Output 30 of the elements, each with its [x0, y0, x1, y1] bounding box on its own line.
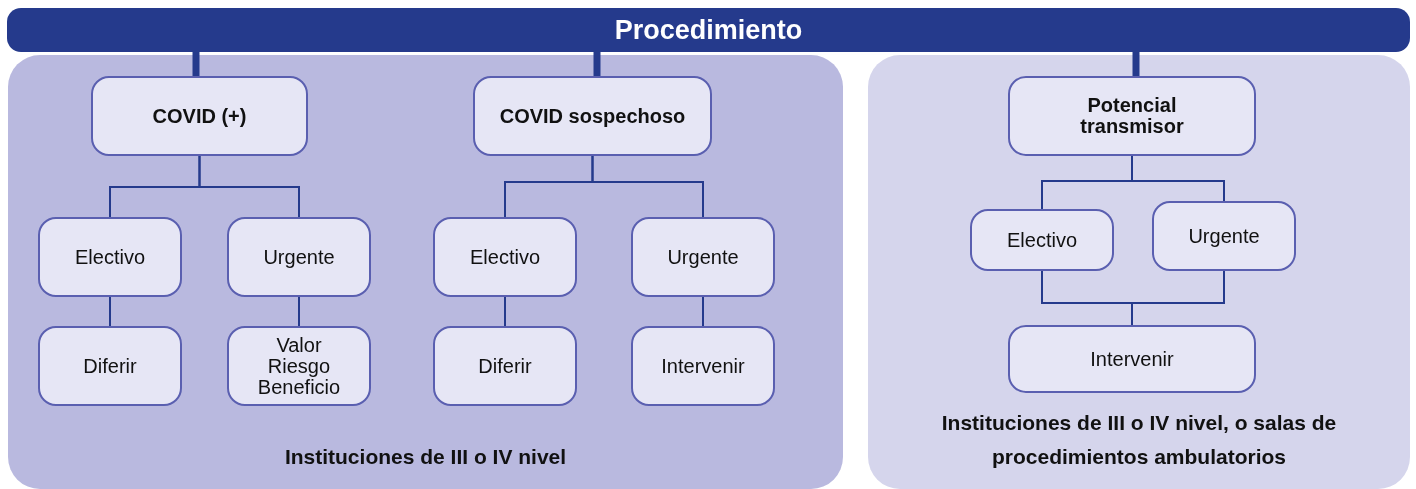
title-bar: Procedimiento [7, 8, 1410, 52]
option-box: Intervenir [631, 326, 775, 406]
category-box: Potencial transmisor [1008, 76, 1256, 156]
connector-line [702, 296, 704, 327]
panel-heading: Instituciones de III o IV nivel, o salas de procedimientos ambulatorios [940, 410, 1338, 470]
option-box: Electivo [970, 209, 1114, 271]
category-box: COVID sospechoso [473, 76, 712, 156]
group-panel [868, 55, 1410, 489]
option-box: Urgente [631, 217, 775, 297]
option-box: Diferir [433, 326, 577, 406]
option-box: Electivo [38, 217, 182, 297]
option-box: Diferir [38, 326, 182, 406]
option-box: Urgente [227, 217, 371, 297]
connector-line [109, 296, 111, 327]
group-panel [8, 55, 843, 489]
category-box: COVID (+) [91, 76, 308, 156]
option-box: Valor Riesgo Beneficio [227, 326, 371, 406]
option-box: Intervenir [1008, 325, 1256, 393]
connector-line [1131, 155, 1225, 202]
connector-line [1132, 52, 1140, 76]
panel-heading: Instituciones de III o IV nivel [283, 444, 568, 470]
connector-line [192, 52, 200, 76]
connector-line [504, 296, 506, 327]
connector-line [591, 155, 704, 218]
connector-line [198, 155, 300, 218]
option-box: Urgente [1152, 201, 1296, 271]
connector-line [593, 52, 601, 76]
connector-line [1131, 270, 1225, 326]
option-box: Electivo [433, 217, 577, 297]
connector-line [298, 296, 300, 327]
